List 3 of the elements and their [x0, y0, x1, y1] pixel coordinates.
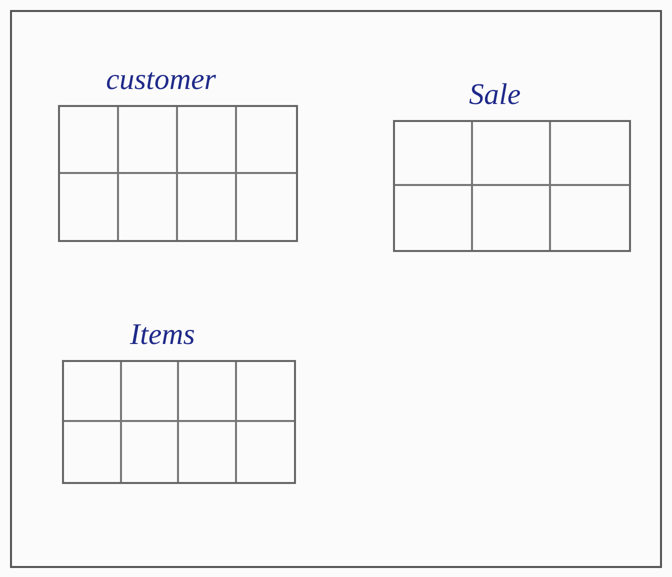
table-title: customer	[106, 62, 217, 98]
table-title: Items	[130, 317, 196, 353]
table-title: Sale	[469, 77, 522, 113]
